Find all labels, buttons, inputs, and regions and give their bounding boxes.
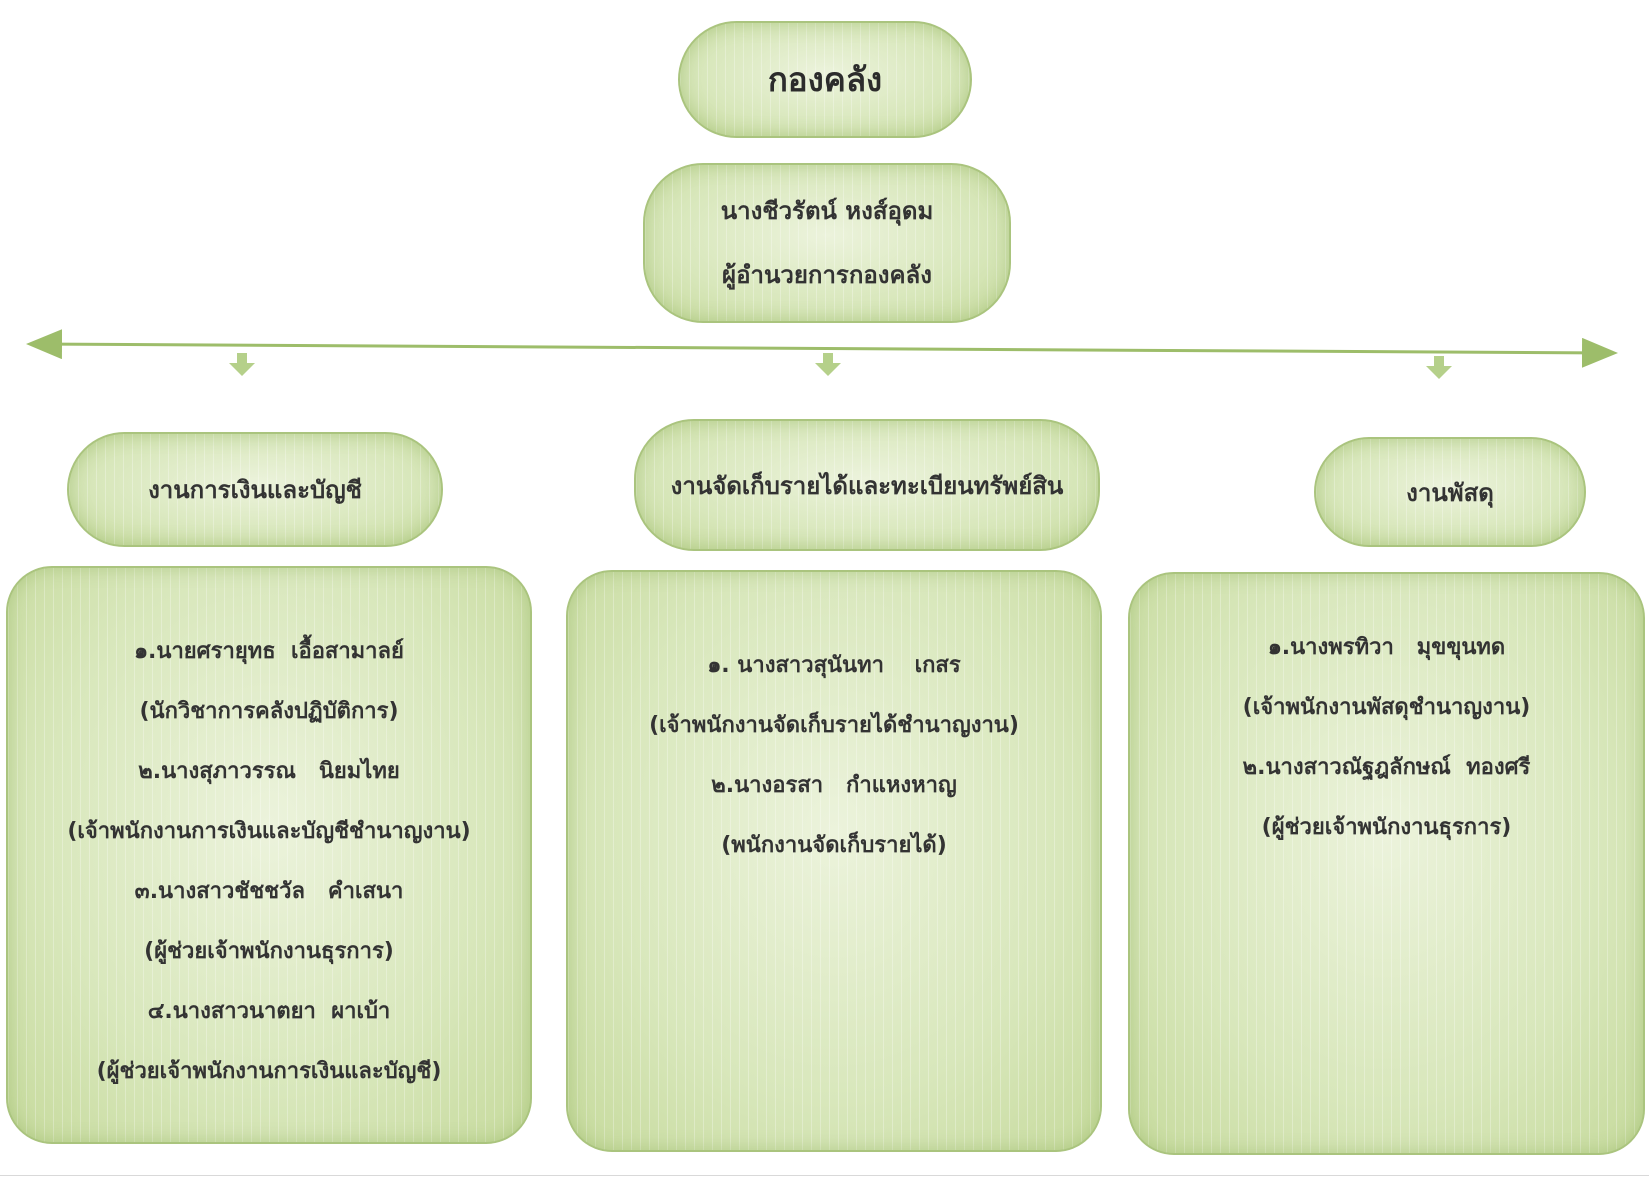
- staff-name: ๒.นางสาวณัฐฎลักษณ์ ทองศรี: [1242, 755, 1531, 780]
- section-revenue-collection-header: งานจัดเก็บรายได้และทะเบียนทรัพย์สิน: [634, 419, 1100, 551]
- page-bottom-rule: [0, 1175, 1649, 1176]
- horizontal-distribution-line: [26, 329, 1618, 368]
- staff-name: ๑.นายศรายุทธ เอื้อสามาลย์: [134, 639, 404, 664]
- staff-position: (นักวิชาการคลังปฏิบัติการ): [139, 699, 399, 724]
- section-finance-accounting-header: งานการเงินและบัญชี: [67, 432, 443, 547]
- staff-position: (ผู้ช่วยเจ้าพนักงานธุรการ): [1261, 815, 1512, 840]
- staff-name: ๑. นางสาวสุนันทา เกสร: [707, 653, 961, 678]
- staff-list-supplies: ๑.นางพรทิวา มุขขุนทด (เจ้าพนักงานพัสดุชำ…: [1128, 572, 1645, 1155]
- section-supplies-header: งานพัสดุ: [1314, 437, 1586, 547]
- staff-position: (เจ้าพนักงานพัสดุชำนาญงาน): [1242, 695, 1531, 720]
- department-title-box: กองคลัง: [678, 21, 972, 138]
- staff-position: (ผู้ช่วยเจ้าพนักงานการเงินและบัญชี): [96, 1059, 442, 1084]
- director-name: นางชีวรัตน์ หงส์อุดม: [720, 197, 934, 225]
- down-arrow-icon: [815, 353, 841, 376]
- staff-position: (เจ้าพนักงานจัดเก็บรายได้ชำนาญงาน): [649, 713, 1019, 738]
- section-title: งานจัดเก็บรายได้และทะเบียนทรัพย์สิน: [670, 471, 1064, 500]
- staff-list-finance-accounting: ๑.นายศรายุทธ เอื้อสามาลย์ (นักวิชาการคลั…: [6, 566, 532, 1144]
- section-title: งานพัสดุ: [1406, 478, 1494, 507]
- staff-position: (พนักงานจัดเก็บรายได้): [721, 833, 947, 858]
- down-arrow-icon: [229, 353, 255, 376]
- department-title: กองคลัง: [767, 60, 883, 99]
- staff-position: (เจ้าพนักงานการเงินและบัญชีชำนาญงาน): [67, 819, 471, 844]
- section-title: งานการเงินและบัญชี: [148, 476, 362, 504]
- staff-list-revenue-collection: ๑. นางสาวสุนันทา เกสร (เจ้าพนักงานจัดเก็…: [566, 570, 1102, 1152]
- staff-position: (ผู้ช่วยเจ้าพนักงานธุรการ): [144, 939, 394, 964]
- staff-name: ๒.นางสุภาวรรณ นิยมไทย: [138, 759, 400, 784]
- down-arrow-icon: [1426, 356, 1452, 379]
- staff-name: ๑.นางพรทิวา มุขขุนทด: [1267, 635, 1506, 660]
- director-position: ผู้อำนวยการกองคลัง: [722, 261, 932, 289]
- staff-name: ๓.นางสาวชัชชวัล คำเสนา: [134, 879, 404, 904]
- staff-name: ๔.นางสาวนาตยา ผาเบ้า: [147, 999, 391, 1024]
- director-box: นางชีวรัตน์ หงส์อุดม ผู้อำนวยการกองคลัง: [643, 163, 1011, 323]
- staff-name: ๒.นางอรสา กำแหงหาญ: [711, 773, 957, 798]
